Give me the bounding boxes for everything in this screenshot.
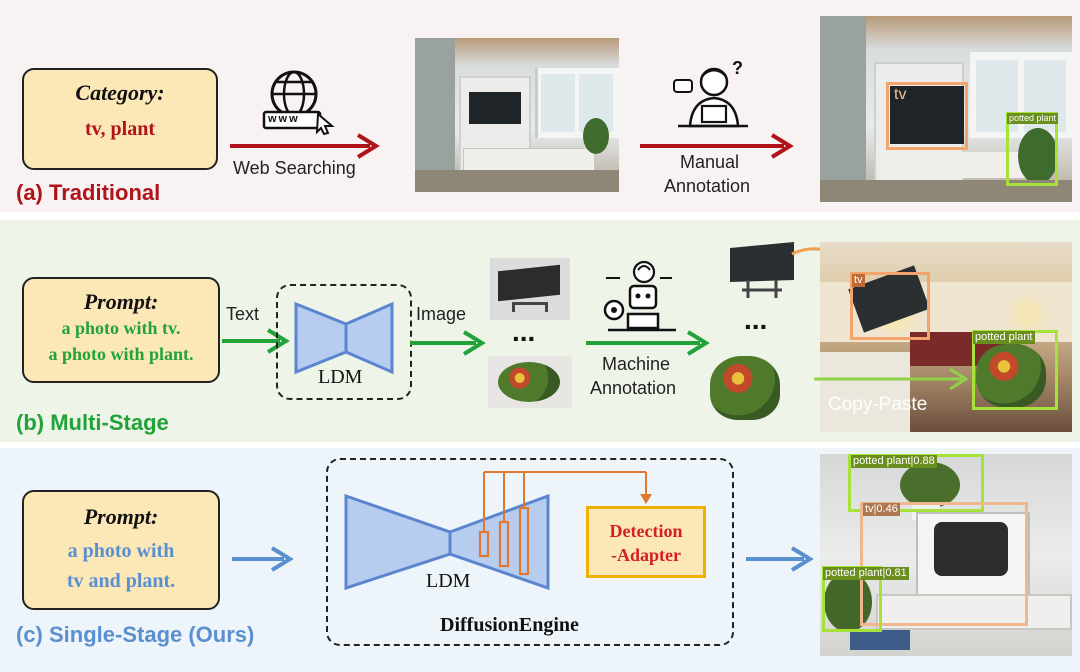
web-globe-icon xyxy=(262,70,335,136)
generated-tv-image xyxy=(490,258,570,320)
output-plant-top-label: potted plant|0.88 xyxy=(851,455,937,468)
diffusion-engine-container xyxy=(326,458,734,646)
cutout-tv-object xyxy=(730,242,794,298)
text-arrow xyxy=(222,328,290,354)
prompt-line-2: a photo with plant. xyxy=(48,344,194,364)
ldm-shape-multistage xyxy=(294,301,394,375)
prompt-box-singlestage: Prompt: a photo with tv and plant. xyxy=(22,490,220,610)
ldm-label-multistage: LDM xyxy=(318,366,363,388)
feature-connector-lines xyxy=(478,471,652,576)
ellipsis-2: ... xyxy=(744,304,768,335)
category-box: Category: tv, plant xyxy=(22,68,218,170)
prompt-heading: Prompt: xyxy=(83,289,159,314)
image-arrow xyxy=(410,330,486,356)
output-tv-label: tv|0.46 xyxy=(863,503,900,516)
plant-detection-label: potted plant xyxy=(1007,113,1059,124)
manual-annotation-arrow xyxy=(640,133,794,159)
ldm-label-singlestage: LDM xyxy=(426,570,471,592)
prompt-line-1: a photo with tv. xyxy=(61,318,181,338)
prompt-c-line-2: tv and plant. xyxy=(66,570,176,592)
text-label: Text xyxy=(226,304,260,324)
category-text: tv, plant xyxy=(84,118,156,140)
machine-annotation-arrow xyxy=(586,330,710,356)
multi-stage-title: (b) Multi-Stage xyxy=(16,410,169,435)
tv-detection-label: tv xyxy=(894,86,907,103)
composite-tv-label: tv xyxy=(852,274,865,287)
single-stage-title: (c) Single-Stage (Ours) xyxy=(16,622,255,647)
manual-label-line2: Annotation xyxy=(664,176,751,196)
machine-label-line2: Annotation xyxy=(590,378,677,398)
tv-detection-box xyxy=(886,82,968,150)
copy-paste-arrow xyxy=(814,367,969,391)
manual-label-line1: Manual xyxy=(680,152,740,172)
output-tv-box xyxy=(860,502,1028,626)
prompt-c-line-1: a photo with xyxy=(67,540,175,562)
adapter-line-1: Detection xyxy=(609,521,683,541)
annotated-room-photo xyxy=(820,16,1072,202)
engine-to-output-arrow xyxy=(746,546,814,572)
generated-plant-image xyxy=(488,356,572,408)
diffusion-engine-label: DiffusionEngine xyxy=(440,614,579,636)
www-text: www xyxy=(268,113,300,125)
copy-paste-label: Copy-Paste xyxy=(828,394,928,415)
traditional-title: (a) Traditional xyxy=(16,180,161,205)
category-heading: Category: xyxy=(75,80,165,105)
prompt-box-multistage: Prompt: a photo with tv. a photo with pl… xyxy=(22,277,220,383)
adapter-line-2: -Adapter xyxy=(611,545,681,565)
searched-room-photo xyxy=(415,38,619,192)
svg-text:?: ? xyxy=(732,58,743,78)
composite-plant-label: potted plant xyxy=(973,331,1035,344)
web-search-arrow xyxy=(230,133,380,159)
image-label: Image xyxy=(416,304,467,324)
ellipsis-1: ... xyxy=(512,316,536,347)
cutout-plant-object xyxy=(710,356,780,420)
detection-adapter-block: Detection -Adapter xyxy=(586,506,706,578)
prompt-to-engine-arrow xyxy=(232,546,294,572)
robot-annotator-icon xyxy=(603,260,676,332)
machine-label-line1: Machine xyxy=(602,354,671,374)
output-plant-left-label: potted plant|0.81 xyxy=(823,567,909,580)
composite-tv-box xyxy=(850,272,930,340)
web-searching-label: Web Searching xyxy=(233,158,356,178)
human-annotator-icon: ? xyxy=(673,58,748,128)
prompt-heading-c: Prompt: xyxy=(83,504,159,529)
